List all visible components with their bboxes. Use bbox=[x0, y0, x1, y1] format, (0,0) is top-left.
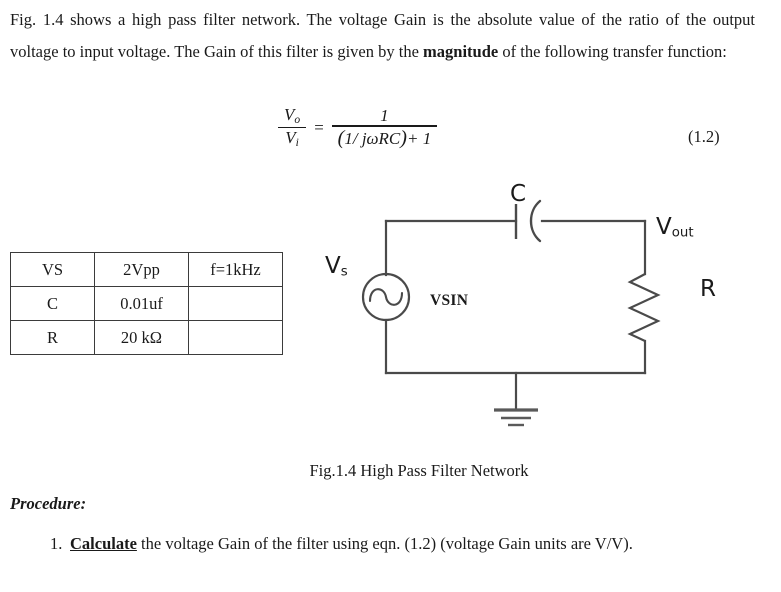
intro-paragraph: Fig. 1.4 shows a high pass filter networ… bbox=[10, 4, 755, 68]
source-circle bbox=[361, 272, 411, 322]
equation-lhs-fraction-bar bbox=[278, 127, 307, 129]
procedure-heading: Procedure: bbox=[10, 494, 87, 513]
vsin-label: VSIN bbox=[430, 292, 469, 309]
table-cell-name: C bbox=[10, 286, 95, 321]
vout-label: Vout bbox=[656, 214, 694, 240]
table-cell-name: R bbox=[10, 320, 95, 355]
table-row: C 0.01uf bbox=[10, 286, 283, 321]
list-item: 1. Calculate the voltage Gain of the fil… bbox=[10, 528, 750, 560]
resistor-symbol bbox=[627, 273, 661, 342]
transfer-function-equation: Vo Vi = 1 (1/ jωRC)+ 1 bbox=[0, 106, 781, 170]
equation-number: (1.2) bbox=[688, 127, 720, 146]
table-cell-name: VS bbox=[10, 252, 95, 287]
table-cell-extra bbox=[188, 286, 283, 321]
figure-caption: Fig.1.4 High Pass Filter Network bbox=[309, 461, 529, 480]
equation-equals-sign: = bbox=[313, 117, 325, 137]
capacitor-plate-curved bbox=[529, 199, 542, 243]
vsource-subscript: s bbox=[340, 264, 348, 280]
equation-rhs-fraction-bar bbox=[331, 125, 438, 127]
vout-subscript: out bbox=[671, 225, 694, 241]
list-item-body: the voltage Gain of the filter using eqn… bbox=[136, 534, 633, 553]
equation-lhs-denominator: Vi bbox=[279, 128, 305, 149]
equation-lhs-fraction: Vo Vi bbox=[278, 106, 307, 149]
equation-rhs-den-tail: + 1 bbox=[406, 128, 432, 148]
list-item-number: 1. bbox=[50, 534, 63, 553]
ac-source-symbol bbox=[361, 272, 411, 322]
vout-symbol: V bbox=[656, 214, 672, 240]
capacitor-symbol bbox=[514, 199, 542, 243]
sine-wave-icon bbox=[368, 288, 404, 306]
list-item-text: Calculate the voltage Gain of the filter… bbox=[70, 528, 750, 560]
intro-text-part2: of the following transfer function: bbox=[498, 42, 727, 61]
table-cell-value: 0.01uf bbox=[94, 286, 189, 321]
table-cell-value: 2Vpp bbox=[94, 252, 189, 287]
intro-text-part1: Fig. 1.4 shows a high pass filter networ… bbox=[10, 10, 755, 61]
resistor-label: R bbox=[700, 276, 716, 302]
equation-rhs-denominator: (1/ jωRC)+ 1 bbox=[332, 127, 438, 149]
intro-bold-magnitude: magnitude bbox=[423, 42, 499, 61]
table-cell-extra bbox=[188, 320, 283, 355]
capacitor-label: C bbox=[510, 181, 527, 207]
equation-lhs-numerator: Vo bbox=[278, 106, 306, 127]
table-cell-value: 20 kΩ bbox=[94, 320, 189, 355]
list-item-emphasis: Calculate bbox=[70, 534, 137, 553]
table-cell-extra: f=1kHz bbox=[188, 252, 283, 287]
vsource-label: Vs bbox=[325, 253, 348, 279]
circuit-diagram bbox=[320, 178, 720, 450]
resistor-zigzag bbox=[627, 273, 661, 342]
vsource-symbol: V bbox=[325, 253, 341, 279]
equation-lhs-num-symbol: V bbox=[284, 105, 295, 124]
parameter-table: VS 2Vpp f=1kHz C 0.01uf R 20 kΩ bbox=[10, 252, 283, 355]
equation-expression: Vo Vi = 1 (1/ jωRC)+ 1 bbox=[278, 105, 438, 149]
equation-lhs-den-subscript: i bbox=[295, 136, 299, 150]
ground-symbol bbox=[494, 408, 538, 427]
equation-rhs-fraction: 1 (1/ jωRC)+ 1 bbox=[331, 105, 438, 149]
equation-rhs-numerator: 1 bbox=[380, 105, 389, 125]
equation-paren-close: ) bbox=[400, 126, 407, 149]
equation-lhs-num-subscript: o bbox=[294, 112, 301, 126]
table-row: VS 2Vpp f=1kHz bbox=[10, 252, 283, 287]
table-row: R 20 kΩ bbox=[10, 320, 283, 355]
procedure-list: 1. Calculate the voltage Gain of the fil… bbox=[10, 528, 750, 560]
equation-rhs-den-body: 1/ jωRC bbox=[344, 128, 401, 148]
equation-paren-open: ( bbox=[337, 126, 345, 149]
equation-lhs-den-symbol: V bbox=[285, 128, 296, 148]
